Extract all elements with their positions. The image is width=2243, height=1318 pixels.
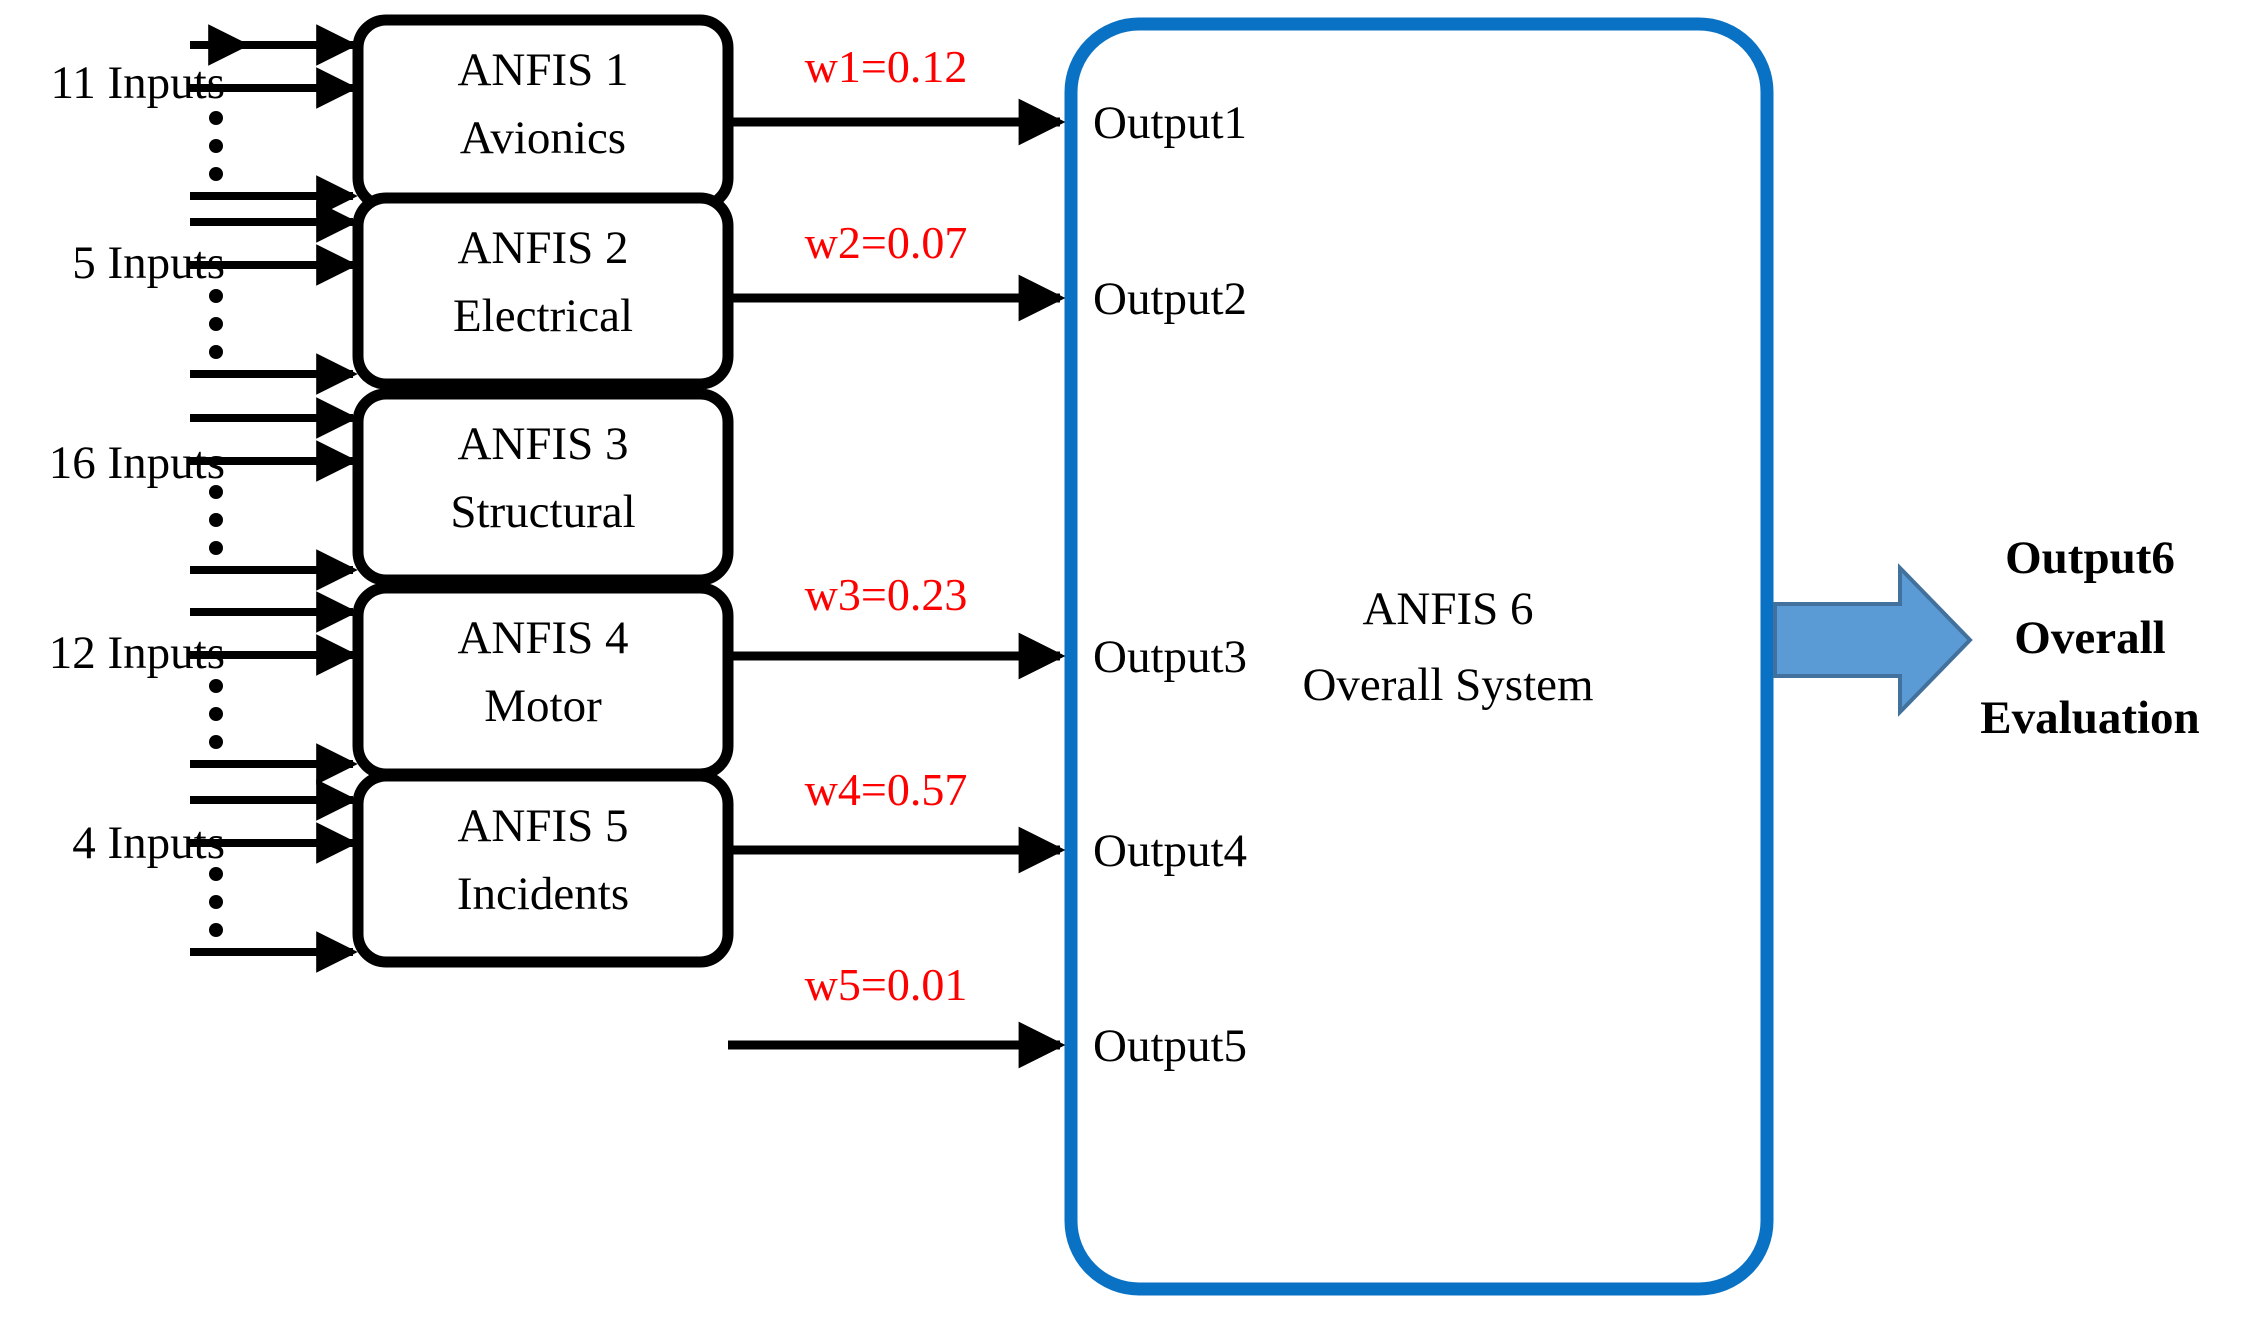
weight-label-w1: w1=0.12: [805, 41, 968, 92]
final-output-label-group: Output6 Overall Evaluation: [1980, 532, 2199, 744]
final-output-arrow-group: [1773, 563, 1973, 717]
input-dot-anfis1-3: [209, 167, 223, 181]
anfis-box-1-title: ANFIS 1: [457, 44, 628, 96]
anfis-box-5-subsystem: Incidents: [457, 868, 629, 920]
input-dot-anfis1-2: [209, 139, 223, 153]
aggregator-container: [1064, 17, 1774, 1296]
weight-label-w2: w2=0.07: [805, 217, 968, 268]
final-output-line2: Overall: [2014, 612, 2165, 664]
input-dot-anfis4-2: [209, 707, 223, 721]
input-dot-anfis5-2: [209, 895, 223, 909]
input-dot-anfis3-2: [209, 513, 223, 527]
input-dot-anfis2-2: [209, 317, 223, 331]
module-row-anfis5: 4 Inputs ANFIS 5 Incidents w5=0.01 Outpu…: [72, 770, 1247, 1072]
weight-label-w3: w3=0.23: [805, 569, 968, 620]
output-label-3: Output3: [1093, 631, 1247, 683]
input-dot-anfis3-1: [209, 485, 223, 499]
anfis-box-5[interactable]: [352, 770, 734, 968]
inputs-label-anfis1: 11 Inputs: [50, 57, 225, 109]
final-output-line3: Evaluation: [1980, 692, 2199, 744]
input-dot-anfis3-3: [209, 541, 223, 555]
anfis-box-4-title: ANFIS 4: [457, 612, 628, 664]
module-row-anfis3: 16 Inputs ANFIS 3 Structural w3=0.23 Out…: [49, 388, 1247, 683]
weight-label-w5: w5=0.01: [805, 959, 968, 1010]
module-row-anfis2: 5 Inputs ANFIS 2 Electrical w2=0.07 Outp…: [72, 192, 1247, 395]
input-dot-anfis2-1: [209, 289, 223, 303]
input-dot-anfis1-1: [209, 111, 223, 125]
anfis-box-2-subsystem: Electrical: [453, 290, 633, 342]
input-dot-anfis4-1: [209, 679, 223, 693]
input-dot-anfis4-3: [209, 735, 223, 749]
module-row-anfis1: 11 Inputs ANFIS 1 Avionics w1=0.12 Outpu…: [50, 14, 1247, 217]
anfis-box-3[interactable]: [352, 388, 734, 586]
aggregator-text-group: ANFIS 6 Overall System: [1302, 583, 1593, 711]
output-label-2: Output2: [1093, 273, 1247, 325]
output-label-4: Output4: [1093, 825, 1247, 877]
anfis-box-2[interactable]: [352, 192, 734, 390]
aggregator-subtitle: Overall System: [1302, 659, 1593, 711]
anfis-box-5-title: ANFIS 5: [457, 800, 628, 852]
module-row-anfis4: 12 Inputs ANFIS 4 Motor w4=0.57 Output4: [49, 582, 1247, 877]
input-dot-anfis5-1: [209, 867, 223, 881]
aggregator-title: ANFIS 6: [1362, 583, 1533, 635]
aggregator-box: [1064, 17, 1774, 1296]
anfis-box-3-subsystem: Structural: [450, 486, 635, 538]
block-arrow-icon: [1773, 563, 1973, 717]
anfis-box-2-title: ANFIS 2: [457, 222, 628, 274]
anfis-box-4-subsystem: Motor: [484, 680, 602, 732]
weight-label-w4: w4=0.57: [805, 764, 968, 815]
final-output-line1: Output6: [2005, 532, 2175, 584]
input-dot-anfis2-3: [209, 345, 223, 359]
output-label-5: Output5: [1093, 1020, 1247, 1072]
anfis-box-3-title: ANFIS 3: [457, 418, 628, 470]
input-dot-anfis5-3: [209, 923, 223, 937]
anfis-box-1-subsystem: Avionics: [460, 112, 626, 164]
output-label-1: Output1: [1093, 97, 1247, 149]
